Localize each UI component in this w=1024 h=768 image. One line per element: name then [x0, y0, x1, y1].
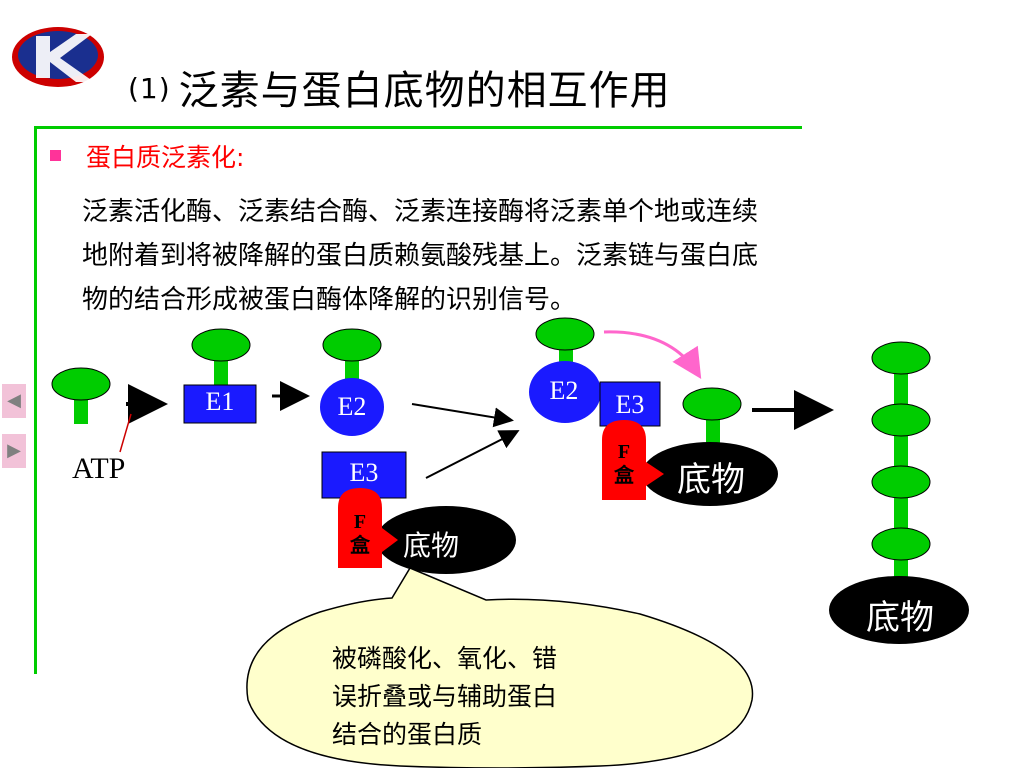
prev-slide-button[interactable]: ◀	[2, 384, 26, 418]
substrate-lower	[376, 506, 516, 574]
atp-pointer	[119, 413, 132, 453]
callout-line: 被磷酸化、氧化、错	[332, 644, 558, 673]
e2-enzyme-complex	[529, 361, 601, 423]
ubiquitin-on-substrate	[682, 387, 742, 448]
callout-line: 结合的蛋白质	[332, 720, 483, 749]
transfer-arrow	[603, 330, 702, 380]
fbox-lower	[338, 488, 398, 568]
ubiquitin-free	[51, 367, 111, 424]
e2-label: E2	[337, 392, 367, 421]
substrate-label-complex: 底物	[677, 460, 745, 500]
ubiquitin-on-e1	[191, 328, 251, 388]
title-number: (1)	[128, 72, 171, 105]
substrate-final	[829, 576, 969, 644]
e1-label: E1	[205, 387, 235, 416]
title-text: 泛素与蛋白底物的相互作用	[178, 68, 671, 114]
e2-label-complex: E2	[549, 376, 579, 405]
page-title: (1)泛素与蛋白底物的相互作用	[128, 58, 671, 116]
callout-line: 误折叠或与辅助蛋白	[332, 682, 558, 711]
e2-enzyme	[320, 378, 384, 436]
paragraph-line: 泛素活化酶、泛素结合酶、泛素连接酶将泛素单个地或连续	[82, 197, 759, 227]
callout-text: 被磷酸化、氧化、错 误折叠或与辅助蛋白 结合的蛋白质	[332, 640, 652, 754]
bullet-marker	[50, 150, 61, 161]
paragraph-line: 物的结合形成被蛋白酶体降解的识别信号。	[82, 285, 577, 315]
atp-label: ATP	[72, 452, 126, 485]
substrate-label-lower: 底物	[402, 529, 459, 562]
next-slide-button[interactable]: ▶	[2, 434, 26, 468]
title-divider	[36, 126, 802, 129]
logo	[12, 27, 104, 87]
body-paragraph: 泛素活化酶、泛素结合酶、泛素连接酶将泛素单个地或连续 地附着到将被降解的蛋白质赖…	[70, 190, 1000, 322]
next-arrow-icon: ▶	[7, 440, 21, 461]
substrate-complex	[642, 442, 778, 506]
polyubiquitin-chain	[871, 341, 931, 578]
paragraph-line: 地附着到将被降解的蛋白质赖氨酸残基上。泛素链与蛋白底	[82, 241, 759, 271]
fbox-complex	[602, 420, 664, 500]
e3-label-lower: E3	[349, 458, 379, 487]
prev-arrow-icon: ◀	[7, 390, 21, 411]
e1-enzyme	[183, 384, 257, 424]
arrow-e3-to-complex	[425, 430, 520, 479]
left-divider	[34, 126, 37, 674]
e3-enzyme-complex	[599, 381, 661, 427]
substrate-label-final: 底物	[866, 598, 934, 638]
arrow-e2-to-complex	[411, 403, 514, 428]
e3-label-complex: E3	[615, 390, 645, 419]
bullet-heading: 蛋白质泛素化:	[86, 143, 245, 172]
